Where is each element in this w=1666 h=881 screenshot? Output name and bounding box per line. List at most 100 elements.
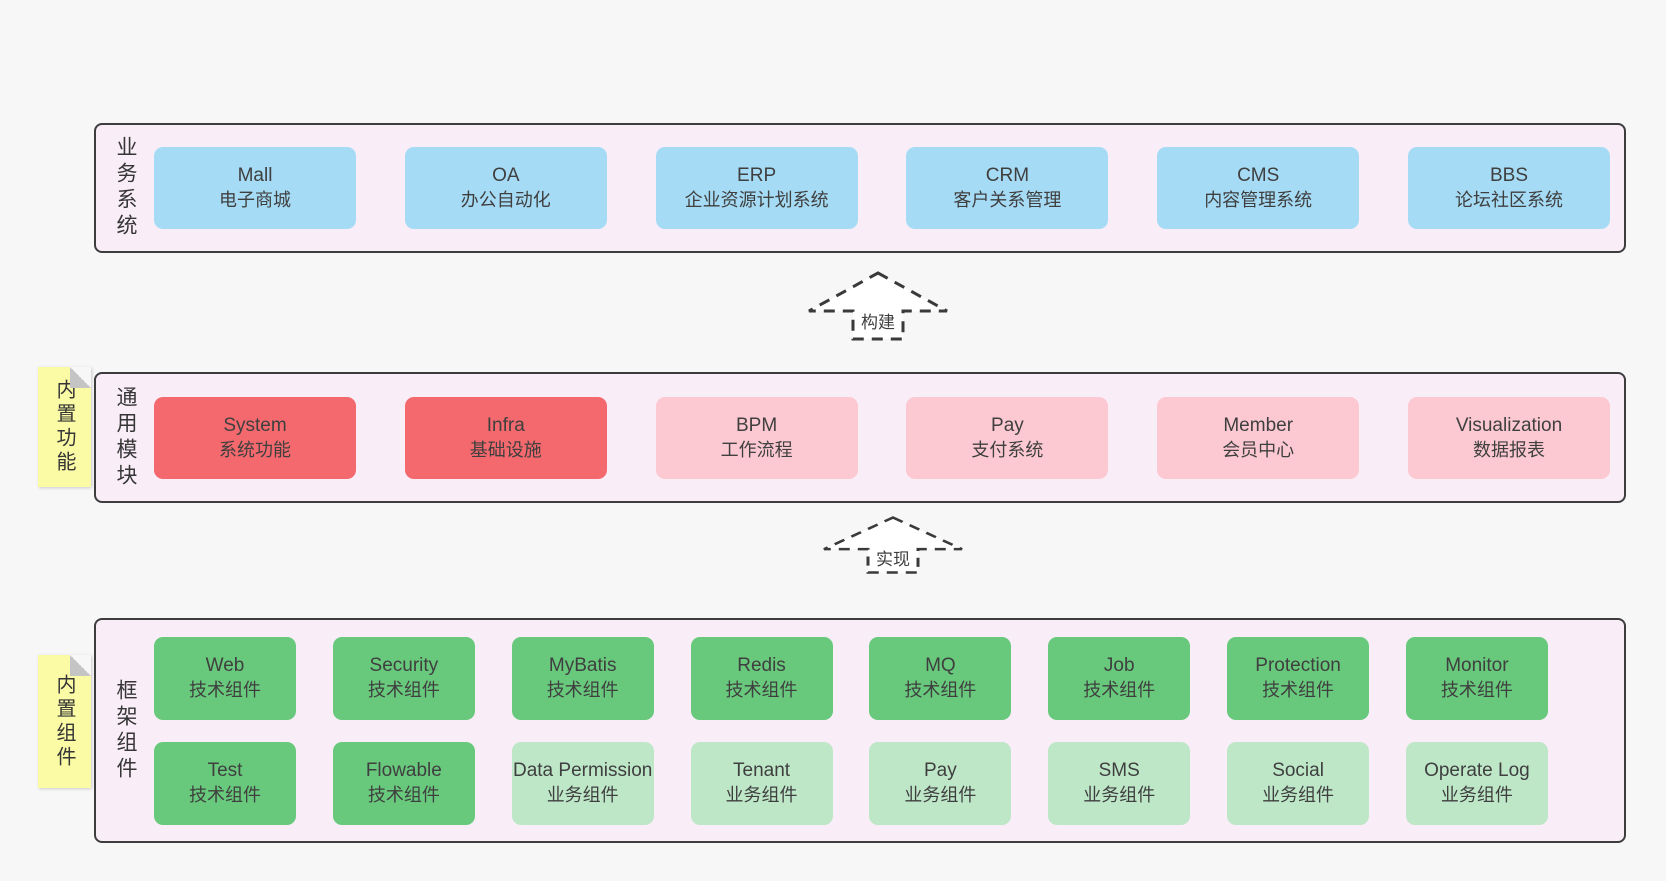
module-title: Pay [991,414,1024,436]
module-subtitle: 论坛社区系统 [1454,190,1563,210]
module-subtitle: 业务组件 [904,785,977,805]
arrow-implement: 实现 [821,515,965,575]
module-title: System [223,414,287,436]
module-subtitle: 基础设施 [469,439,542,460]
module-title: Monitor [1445,655,1509,676]
component-box-monitor: Monitor 技术组件 [1405,636,1548,720]
module-subtitle: 技术组件 [904,680,977,700]
module-box-cms: CMS 内容管理系统 [1157,147,1360,229]
component-box-web: Web 技术组件 [154,636,296,720]
module-subtitle: 技术组件 [1262,680,1335,700]
module-title: Redis [737,655,786,676]
module-title: Pay [924,760,957,781]
module-title: OA [492,165,520,186]
band-framework-rows: Web 技术组件 Security 技术组件 MyBatis 技术组件 Redi… [154,620,1624,841]
band-common-boxes: System 系统功能 Infra 基础设施 BPM 工作流程 Pay 支付系统… [154,374,1624,501]
module-title: Protection [1255,655,1341,676]
component-box-flowable: Flowable 技术组件 [332,741,475,825]
band-business-systems: 业务系统 Mall 电子商城 OA 办公自动化 ERP 企业资源计划系统 CRM… [94,123,1626,253]
module-subtitle: 企业资源计划系统 [684,190,829,210]
module-title: CMS [1237,165,1280,186]
component-box-redis: Redis 技术组件 [690,636,833,720]
module-box-pay: Pay 支付系统 [906,396,1109,479]
component-box-test: Test 技术组件 [154,741,296,825]
component-box-mq: MQ 技术组件 [869,636,1012,720]
component-box-sms: SMS 业务组件 [1048,741,1191,825]
module-subtitle: 客户关系管理 [953,190,1062,210]
module-title: CRM [985,165,1030,186]
module-title: Infra [486,414,525,436]
module-subtitle: 数据报表 [1472,439,1545,460]
module-subtitle: 系统功能 [219,439,291,460]
module-subtitle: 电子商城 [219,190,291,210]
module-subtitle: 技术组件 [546,680,619,700]
module-subtitle: 技术组件 [1440,680,1513,700]
module-title: MQ [925,655,956,676]
sticky-note-text: 内置功能 [53,379,75,475]
sticky-note-built-in-functions: 内置功能 [38,367,91,487]
module-box-bbs: BBS 论坛社区系统 [1407,147,1610,229]
module-title: BBS [1489,165,1528,186]
sticky-note-text: 内置组件 [53,673,75,770]
module-title: Member [1223,414,1294,436]
module-subtitle: 技术组件 [189,785,261,805]
module-title: Security [369,655,439,676]
module-title: BPM [736,414,778,436]
module-box-crm: CRM 客户关系管理 [906,147,1109,229]
component-box-tenant: Tenant 业务组件 [690,741,833,825]
module-title: Job [1103,655,1135,676]
module-box-infra: Infra 基础设施 [404,396,607,479]
module-box-oa: OA 办公自动化 [404,147,607,229]
component-box-mybatis: MyBatis 技术组件 [511,636,654,720]
framework-row-1: Web 技术组件 Security 技术组件 MyBatis 技术组件 Redi… [154,636,1548,720]
component-box-operate-log: Operate Log 业务组件 [1405,741,1548,825]
arrow-implement-label: 实现 [873,545,913,570]
module-subtitle: 技术组件 [1083,680,1156,700]
module-title: MyBatis [548,655,617,676]
module-title: Tenant [733,760,791,781]
module-subtitle: 技术组件 [189,680,261,700]
module-title: SMS [1098,760,1140,781]
arrow-build-label: 构建 [858,308,898,333]
note-fold-corner-icon [70,367,91,388]
module-box-erp: ERP 企业资源计划系统 [655,147,858,229]
module-box-system: System 系统功能 [154,396,356,479]
module-title: Web [205,655,245,676]
module-subtitle: 业务组件 [546,785,619,805]
module-subtitle: 内容管理系统 [1204,190,1313,210]
module-subtitle: 业务组件 [1440,785,1513,805]
module-subtitle: 技术组件 [367,680,440,700]
module-subtitle: 技术组件 [725,680,798,700]
module-title: ERP [737,165,777,186]
module-title: Operate Log [1424,760,1530,781]
module-box-bpm: BPM 工作流程 [655,396,858,479]
module-title: Data Permission [512,760,653,781]
band-label-business: 业务系统 [114,136,137,240]
component-box-security: Security 技术组件 [332,636,475,720]
band-label-common: 通用模块 [114,385,137,490]
module-box-mall: Mall 电子商城 [154,147,356,229]
component-box-pay: Pay 业务组件 [869,741,1012,825]
module-title: Mall [237,165,273,186]
module-subtitle: 业务组件 [1083,785,1156,805]
band-label-framework: 框架组件 [114,678,137,783]
module-box-visualization: Visualization 数据报表 [1407,396,1610,479]
framework-row-2: Test 技术组件 Flowable 技术组件 Data Permission … [154,741,1548,825]
component-box-data-permission: Data Permission 业务组件 [511,741,654,825]
module-title: Visualization [1455,414,1563,436]
band-business-boxes: Mall 电子商城 OA 办公自动化 ERP 企业资源计划系统 CRM 客户关系… [154,125,1624,251]
module-title: Social [1272,760,1324,781]
module-subtitle: 业务组件 [1262,785,1335,805]
module-subtitle: 会员中心 [1222,439,1295,460]
module-title: Test [207,760,243,781]
sticky-note-built-in-components: 内置组件 [38,655,91,788]
module-subtitle: 支付系统 [971,439,1044,460]
module-title: Flowable [365,760,442,781]
module-box-member: Member 会员中心 [1157,396,1360,479]
component-box-protection: Protection 技术组件 [1227,636,1370,720]
component-box-social: Social 业务组件 [1227,741,1370,825]
band-common-modules: 通用模块 System 系统功能 Infra 基础设施 BPM 工作流程 Pay… [94,372,1626,503]
dashed-up-arrow-icon [808,271,948,341]
module-subtitle: 工作流程 [720,439,793,460]
